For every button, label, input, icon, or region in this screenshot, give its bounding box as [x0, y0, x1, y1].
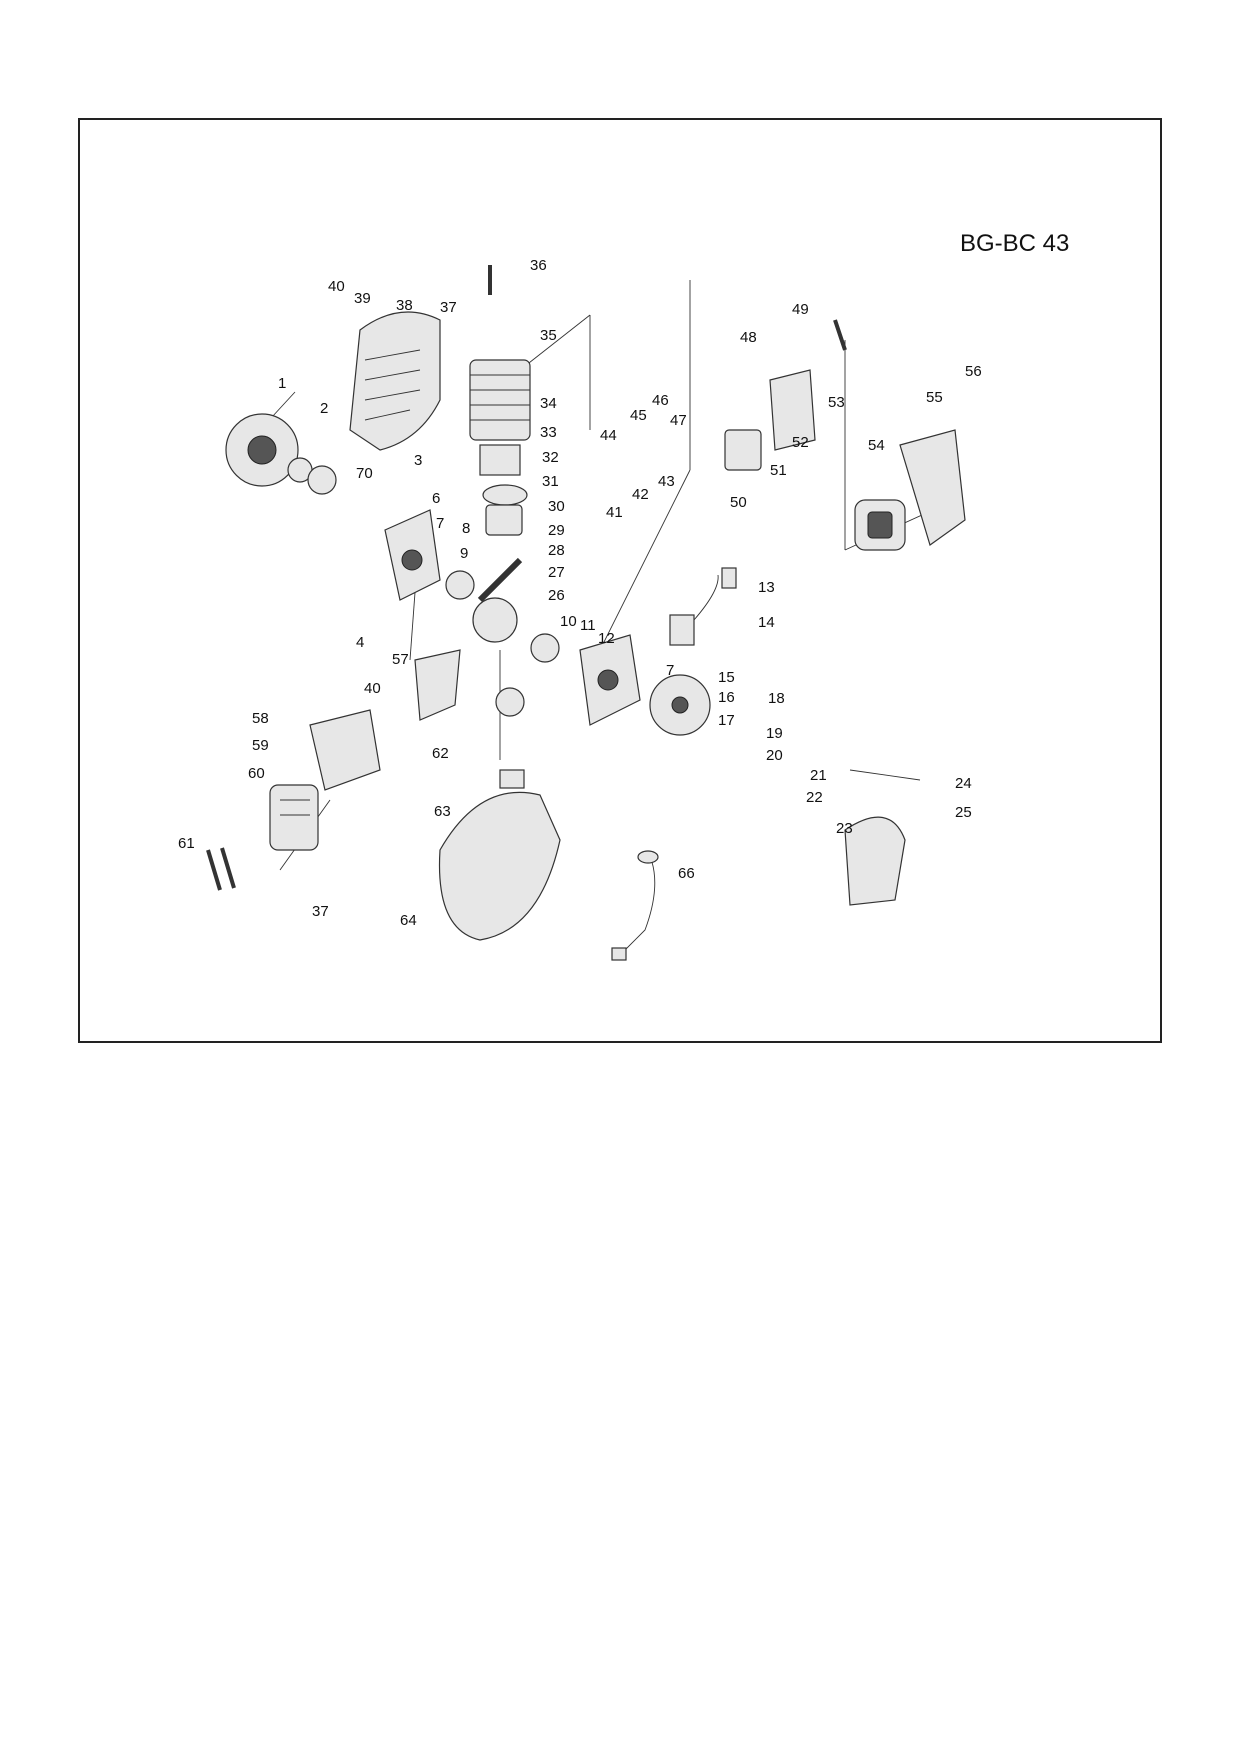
- label-51: 51: [770, 462, 787, 479]
- label-31: 31: [542, 473, 559, 490]
- bolts: [206, 265, 847, 891]
- label-7-b: 7: [666, 662, 674, 679]
- label-25: 25: [955, 804, 972, 821]
- label-20: 20: [766, 747, 783, 764]
- label-30: 30: [548, 498, 565, 515]
- label-44: 44: [600, 427, 617, 444]
- label-7: 7: [436, 515, 444, 532]
- label-53: 53: [828, 394, 845, 411]
- label-56: 56: [965, 363, 982, 380]
- label-61: 61: [178, 835, 195, 852]
- label-19: 19: [766, 725, 783, 742]
- label-15: 15: [718, 669, 735, 686]
- label-12: 12: [598, 630, 615, 647]
- muffler-part: [269, 709, 381, 851]
- cylinder-part: [469, 359, 531, 536]
- label-6: 6: [432, 490, 440, 507]
- label-60: 60: [248, 765, 265, 782]
- label-63: 63: [434, 803, 451, 820]
- label-34: 34: [540, 395, 557, 412]
- label-39: 39: [354, 290, 371, 307]
- label-35: 35: [540, 327, 557, 344]
- fuel-line-part: [611, 850, 659, 961]
- label-57: 57: [392, 651, 409, 668]
- starter-housing-part: [225, 413, 337, 495]
- label-70: 70: [356, 465, 373, 482]
- fuel-tank-part: [438, 687, 561, 941]
- label-55: 55: [926, 389, 943, 406]
- label-8: 8: [462, 520, 470, 537]
- label-14: 14: [758, 614, 775, 631]
- engine-cover-part: [349, 311, 441, 451]
- label-2: 2: [320, 400, 328, 417]
- label-41: 41: [606, 504, 623, 521]
- label-66: 66: [678, 865, 695, 882]
- label-13: 13: [758, 579, 775, 596]
- label-50: 50: [730, 494, 747, 511]
- carburetor-part: [724, 369, 816, 471]
- label-62: 62: [432, 745, 449, 762]
- crankshaft-part: [445, 557, 560, 663]
- label-28: 28: [548, 542, 565, 559]
- label-10: 10: [560, 613, 577, 630]
- label-26: 26: [548, 587, 565, 604]
- starter-cover-part: [844, 816, 906, 906]
- label-9: 9: [460, 545, 468, 562]
- label-49: 49: [792, 301, 809, 318]
- label-18: 18: [768, 690, 785, 707]
- ignition-coil-part: [669, 567, 737, 646]
- label-40-b: 40: [364, 680, 381, 697]
- label-38: 38: [396, 297, 413, 314]
- label-45: 45: [630, 407, 647, 424]
- label-46: 46: [652, 392, 669, 409]
- label-29: 29: [548, 522, 565, 539]
- label-22: 22: [806, 789, 823, 806]
- label-54: 54: [868, 437, 885, 454]
- crankcase-left-part: [384, 509, 441, 601]
- label-24: 24: [955, 775, 972, 792]
- label-59: 59: [252, 737, 269, 754]
- model-title: BG-BC 43: [960, 230, 1070, 257]
- label-36: 36: [530, 257, 547, 274]
- callout-labels: 1 2 3 4 6 7 7 8 9 10 11 12 13 14 15 16 1…: [178, 257, 982, 929]
- label-47: 47: [670, 412, 687, 429]
- label-17: 17: [718, 712, 735, 729]
- flywheel-part: [649, 674, 711, 736]
- label-16: 16: [718, 689, 735, 706]
- heat-shield-part: [414, 649, 461, 721]
- label-1: 1: [278, 375, 286, 392]
- label-64: 64: [400, 912, 417, 929]
- label-33: 33: [540, 424, 557, 441]
- label-52: 52: [792, 434, 809, 451]
- label-48: 48: [740, 329, 757, 346]
- label-4: 4: [356, 634, 364, 651]
- label-43: 43: [658, 473, 675, 490]
- label-42: 42: [632, 486, 649, 503]
- label-11: 11: [580, 617, 596, 634]
- crankcase-right-part: [579, 634, 641, 726]
- diagram-frame: [78, 118, 1162, 1043]
- label-3: 3: [414, 452, 422, 469]
- label-21: 21: [810, 767, 827, 784]
- label-37-b: 37: [312, 903, 329, 920]
- label-58: 58: [252, 710, 269, 727]
- label-27: 27: [548, 564, 565, 581]
- air-filter-part: [854, 429, 966, 551]
- label-23: 23: [836, 820, 853, 837]
- label-37: 37: [440, 299, 457, 316]
- label-40: 40: [328, 278, 345, 295]
- label-32: 32: [542, 449, 559, 466]
